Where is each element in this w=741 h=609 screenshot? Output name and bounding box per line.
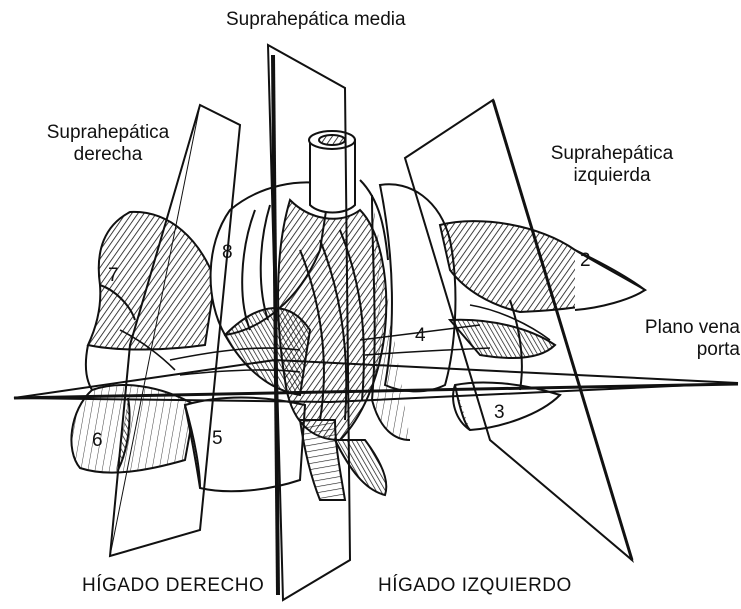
label-suprahepatica-izquierda-line1: Suprahepática: [512, 143, 712, 165]
label-suprahepatica-derecha-line1: Suprahepática: [8, 122, 208, 144]
segment-7-label: 7: [108, 265, 119, 287]
segment-8-label: 8: [222, 242, 233, 264]
label-plano-vena-porta: Plano vena porta: [620, 317, 740, 361]
segment-5-label: 5: [212, 428, 223, 450]
label-plano-vena-porta-line2: porta: [620, 339, 740, 361]
segment-6-label: 6: [92, 430, 103, 452]
segment-3-label: 3: [494, 402, 505, 424]
inferior-vena-cava: [309, 131, 355, 213]
label-suprahepatica-izquierda-line2: izquierda: [512, 165, 712, 187]
label-suprahepatica-derecha-line2: derecha: [8, 144, 208, 166]
label-suprahepatica-derecha: Suprahepática derecha: [8, 122, 208, 166]
segment-2-label: 2: [580, 250, 591, 272]
segment-4-lobe: [360, 180, 455, 440]
label-higado-derecho: HÍGADO DERECHO: [82, 575, 264, 597]
segment-4-label: 4: [415, 325, 426, 347]
label-plano-vena-porta-line1: Plano vena: [620, 317, 740, 339]
label-higado-izquierdo: HÍGADO IZQUIERDO: [378, 575, 572, 597]
label-suprahepatica-media: Suprahepática media: [226, 9, 406, 31]
label-suprahepatica-izquierda: Suprahepática izquierda: [512, 143, 712, 187]
